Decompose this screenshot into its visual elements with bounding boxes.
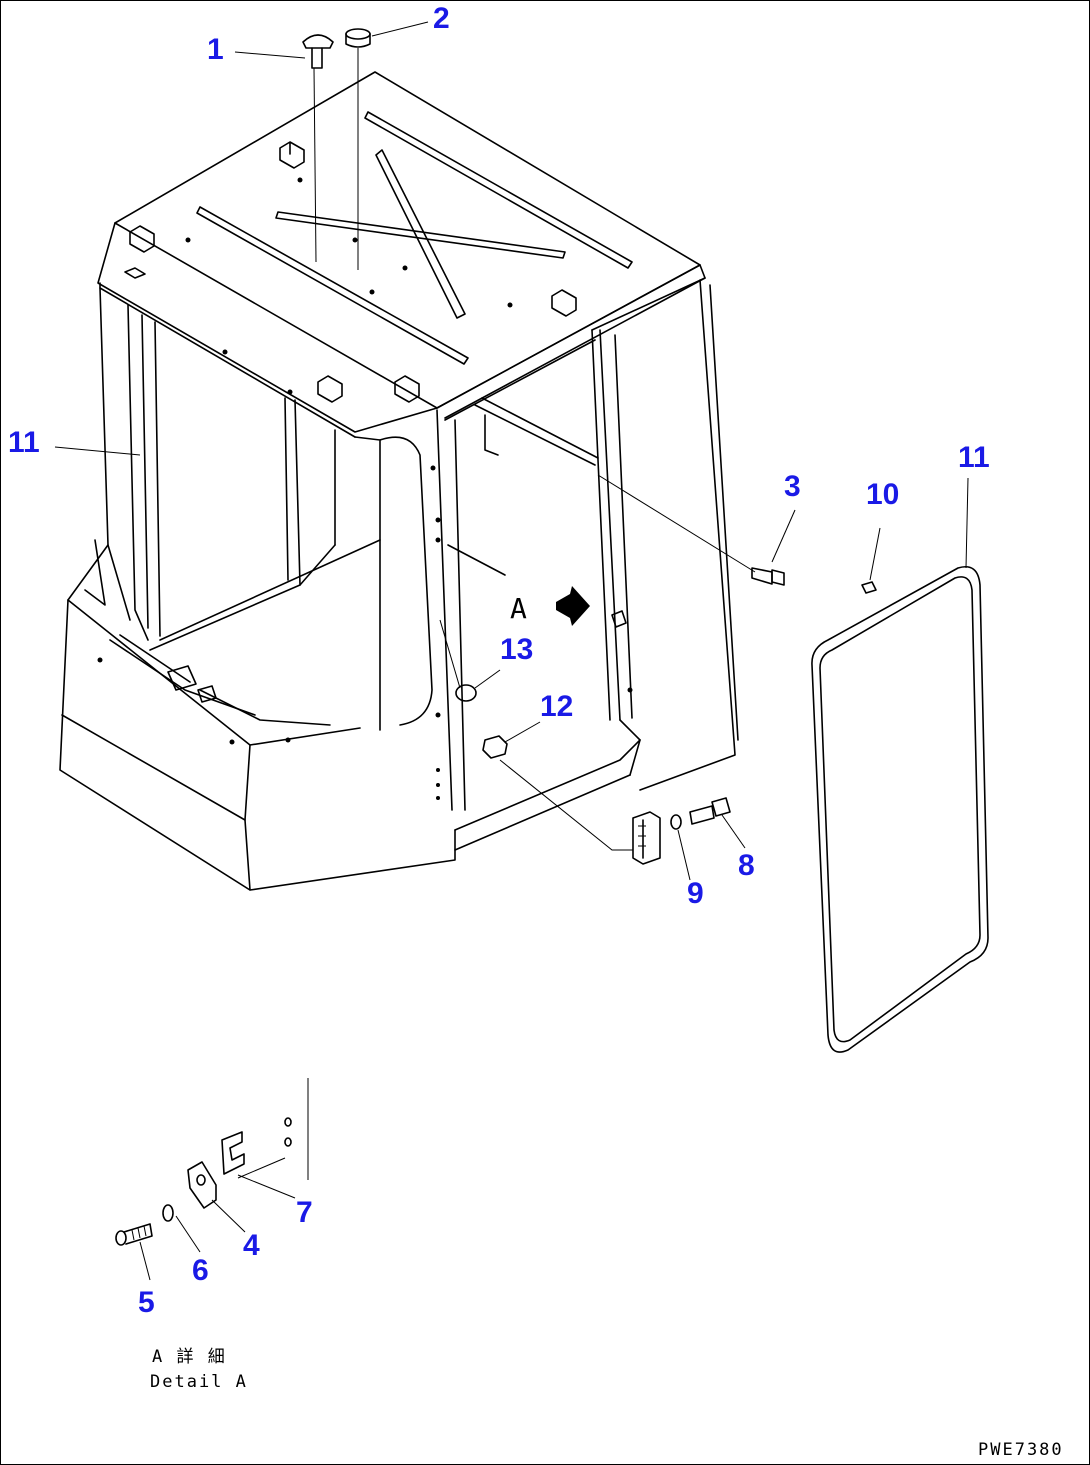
callout-9: 9 xyxy=(687,877,704,910)
part-bolt-1 xyxy=(302,34,334,69)
part-bolt-8 xyxy=(689,797,731,825)
callout-11-left: 11 xyxy=(8,426,40,459)
leader-lines xyxy=(54,21,969,1281)
view-arrow xyxy=(556,586,590,626)
callout-12: 12 xyxy=(540,690,573,723)
part-cap-2 xyxy=(345,28,371,48)
detail-caption-jp: A 詳 細 xyxy=(152,1347,227,1367)
part-washer-9 xyxy=(670,814,682,830)
callout-labels: 1 2 3 4 5 6 7 8 9 10 11 11 12 13 xyxy=(8,2,990,1319)
callout-7: 7 xyxy=(296,1196,313,1229)
part-clip-10 xyxy=(861,581,877,594)
cab-frame xyxy=(99,277,739,851)
callout-4: 4 xyxy=(243,1229,260,1262)
callout-2: 2 xyxy=(433,2,450,35)
detail-caption-en: Detail A xyxy=(150,1372,248,1392)
part-grommet-13 xyxy=(455,684,477,702)
part-bolt-5 xyxy=(115,1223,153,1246)
part-bolt-3 xyxy=(751,567,785,586)
view-label-a: A xyxy=(510,592,527,625)
callout-6: 6 xyxy=(192,1254,209,1287)
part-striker-7 xyxy=(221,1117,292,1175)
part-plate-4 xyxy=(187,1161,217,1209)
callout-1: 1 xyxy=(207,33,224,66)
part-nut-12 xyxy=(482,735,508,759)
cab-lower-body xyxy=(59,539,456,891)
callout-10: 10 xyxy=(866,478,899,511)
callout-8: 8 xyxy=(738,849,755,882)
window-glass xyxy=(811,566,989,1053)
callout-3: 3 xyxy=(784,470,801,503)
cab-roof xyxy=(97,71,706,438)
callout-13: 13 xyxy=(500,633,533,666)
drawing-code: PWE7380 xyxy=(978,1440,1064,1460)
part-bracket-hinge xyxy=(632,811,661,865)
part-washer-6 xyxy=(162,1204,174,1222)
callout-11-right: 11 xyxy=(958,441,990,474)
callout-5: 5 xyxy=(138,1286,155,1319)
